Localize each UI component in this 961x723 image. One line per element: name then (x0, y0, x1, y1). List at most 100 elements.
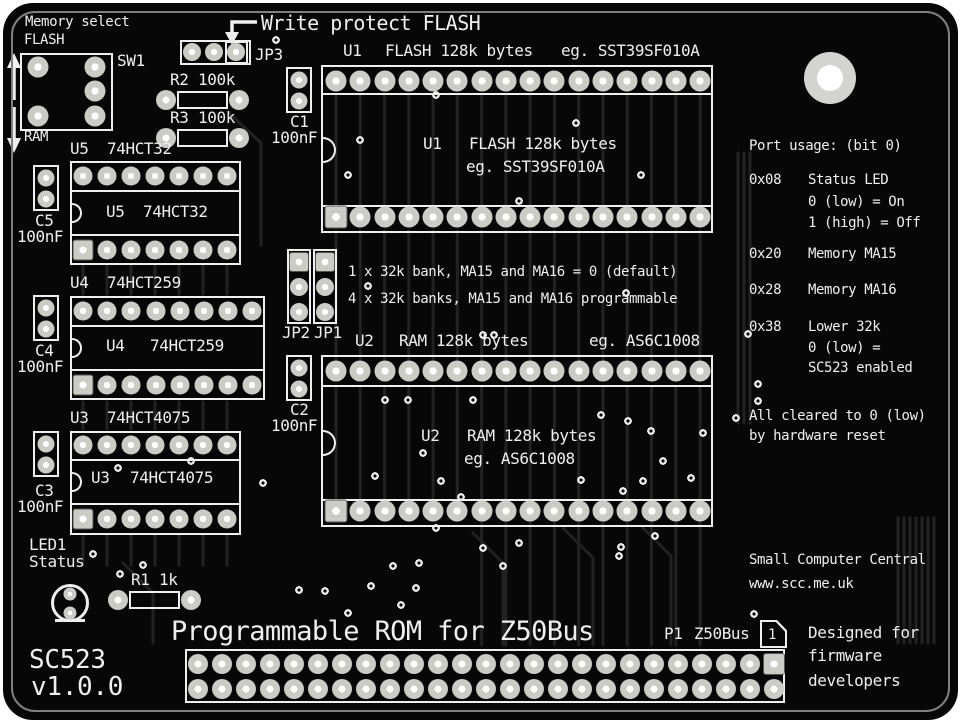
via (687, 474, 695, 482)
via (356, 136, 364, 144)
pad (73, 166, 93, 186)
website-label: www.scc.me.uk (749, 576, 854, 592)
pad (452, 679, 472, 699)
pad (121, 375, 141, 395)
pad (97, 509, 117, 529)
jp2-label: JP2 (282, 323, 310, 342)
c3-ref: C3 (35, 481, 54, 500)
pad (169, 166, 189, 186)
write-protect-label: Write protect FLASH (261, 11, 481, 35)
pad-square (73, 509, 93, 529)
via (699, 429, 707, 437)
ram-label: RAM (24, 129, 49, 145)
via (404, 396, 412, 404)
via (651, 532, 659, 540)
pad-square (73, 240, 93, 260)
u4-inner-part: 74HCT259 (150, 336, 224, 355)
pad (543, 360, 565, 382)
pad (596, 679, 616, 699)
u5-inner-part: 74HCT32 (143, 202, 208, 221)
pad (217, 240, 237, 260)
pad (290, 303, 308, 321)
port-0x08: 0x08 (749, 172, 782, 188)
pad (290, 380, 308, 398)
pad (169, 509, 189, 529)
pad (592, 500, 614, 522)
jp3-label: JP3 (255, 45, 283, 64)
port-0x28: 0x28 (749, 282, 782, 298)
jp1-label: JP1 (314, 323, 342, 342)
dip-body-outline (70, 190, 241, 236)
pad (217, 166, 237, 186)
jp1-outline (313, 249, 337, 324)
pad (188, 679, 208, 699)
pad (183, 43, 201, 61)
pad (668, 679, 688, 699)
via (622, 289, 630, 297)
u1-header-example: eg. SST39SF010A (561, 41, 700, 60)
pad (404, 679, 424, 699)
via (344, 609, 352, 617)
c5-value: 100nF (17, 227, 64, 246)
pad (471, 70, 493, 92)
led1-ref: LED1 (29, 535, 66, 554)
u5-header-ref: U5 (70, 139, 89, 158)
pad (170, 375, 190, 395)
pad (349, 360, 371, 382)
pad (217, 435, 237, 455)
pad (398, 206, 420, 228)
pad (205, 43, 223, 61)
pad (665, 206, 687, 228)
via (89, 550, 97, 558)
pad (616, 360, 638, 382)
pad (641, 500, 662, 522)
resistor-body (177, 129, 228, 147)
led1-cathode-marker (55, 619, 85, 622)
cap-outline (286, 67, 312, 113)
pad (356, 654, 376, 674)
via (515, 197, 523, 205)
pad (316, 278, 334, 296)
u3-inner-ref: U3 (91, 468, 110, 487)
via (437, 477, 445, 485)
pad (519, 500, 541, 522)
via (397, 601, 405, 609)
u2-header-desc: RAM 128k bytes (399, 331, 529, 350)
via (647, 427, 655, 435)
pad (592, 70, 614, 92)
u3-header-ref: U3 (70, 408, 89, 427)
pad (194, 375, 214, 395)
flash-label: FLASH (24, 32, 65, 48)
pad (193, 435, 213, 455)
pad (665, 500, 687, 522)
r2-value: 100k (198, 70, 235, 89)
pad (260, 654, 280, 674)
cap-outline (33, 431, 59, 477)
pad (97, 240, 117, 260)
copper-traces (81, 93, 936, 647)
u4-inner-ref: U4 (106, 336, 125, 355)
pad (332, 654, 352, 674)
pad (380, 679, 400, 699)
pad (349, 206, 371, 228)
pad-square (325, 500, 347, 522)
pad (519, 360, 541, 382)
pad (689, 500, 711, 522)
pad (145, 435, 165, 455)
pad (325, 70, 347, 92)
port-usage-title: Port usage: (bit 0) (749, 138, 902, 154)
c1-ref: C1 (290, 112, 309, 131)
via (479, 331, 487, 339)
pad (37, 435, 55, 453)
pad (229, 128, 249, 148)
pad (716, 679, 736, 699)
pad (404, 654, 424, 674)
pad (524, 654, 544, 674)
silkscreen-arrows (7, 20, 257, 153)
pad (169, 240, 189, 260)
pad (568, 206, 590, 228)
pad (548, 679, 568, 699)
pad (73, 435, 93, 455)
via (389, 562, 397, 570)
